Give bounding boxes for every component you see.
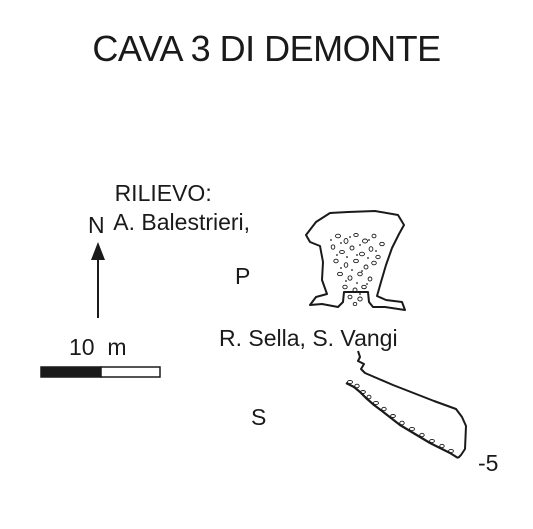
scale-bar xyxy=(40,366,161,378)
map-title: CAVA 3 DI DEMONTE xyxy=(92,28,441,69)
scale-label: 10 m xyxy=(69,334,127,360)
section-depth-label: -5 xyxy=(478,450,499,476)
survey-authors-2: R. Sella, S. Vangi xyxy=(219,325,398,351)
cave-section xyxy=(345,350,467,459)
survey-row-1: RILIEVO: A. Balestrieri, xyxy=(89,150,398,266)
north-letter: N xyxy=(88,212,105,238)
survey-credits: RILIEVO: A. Balestrieri, R. Sella, S. Va… xyxy=(89,92,398,382)
survey-prefix: RILIEVO: xyxy=(114,180,212,206)
cave-plan xyxy=(305,210,406,311)
plan-label: P xyxy=(235,263,251,289)
section-label: S xyxy=(251,404,267,430)
survey-authors-1: A. Balestrieri, xyxy=(113,209,251,235)
north-arrow-icon xyxy=(91,242,105,318)
